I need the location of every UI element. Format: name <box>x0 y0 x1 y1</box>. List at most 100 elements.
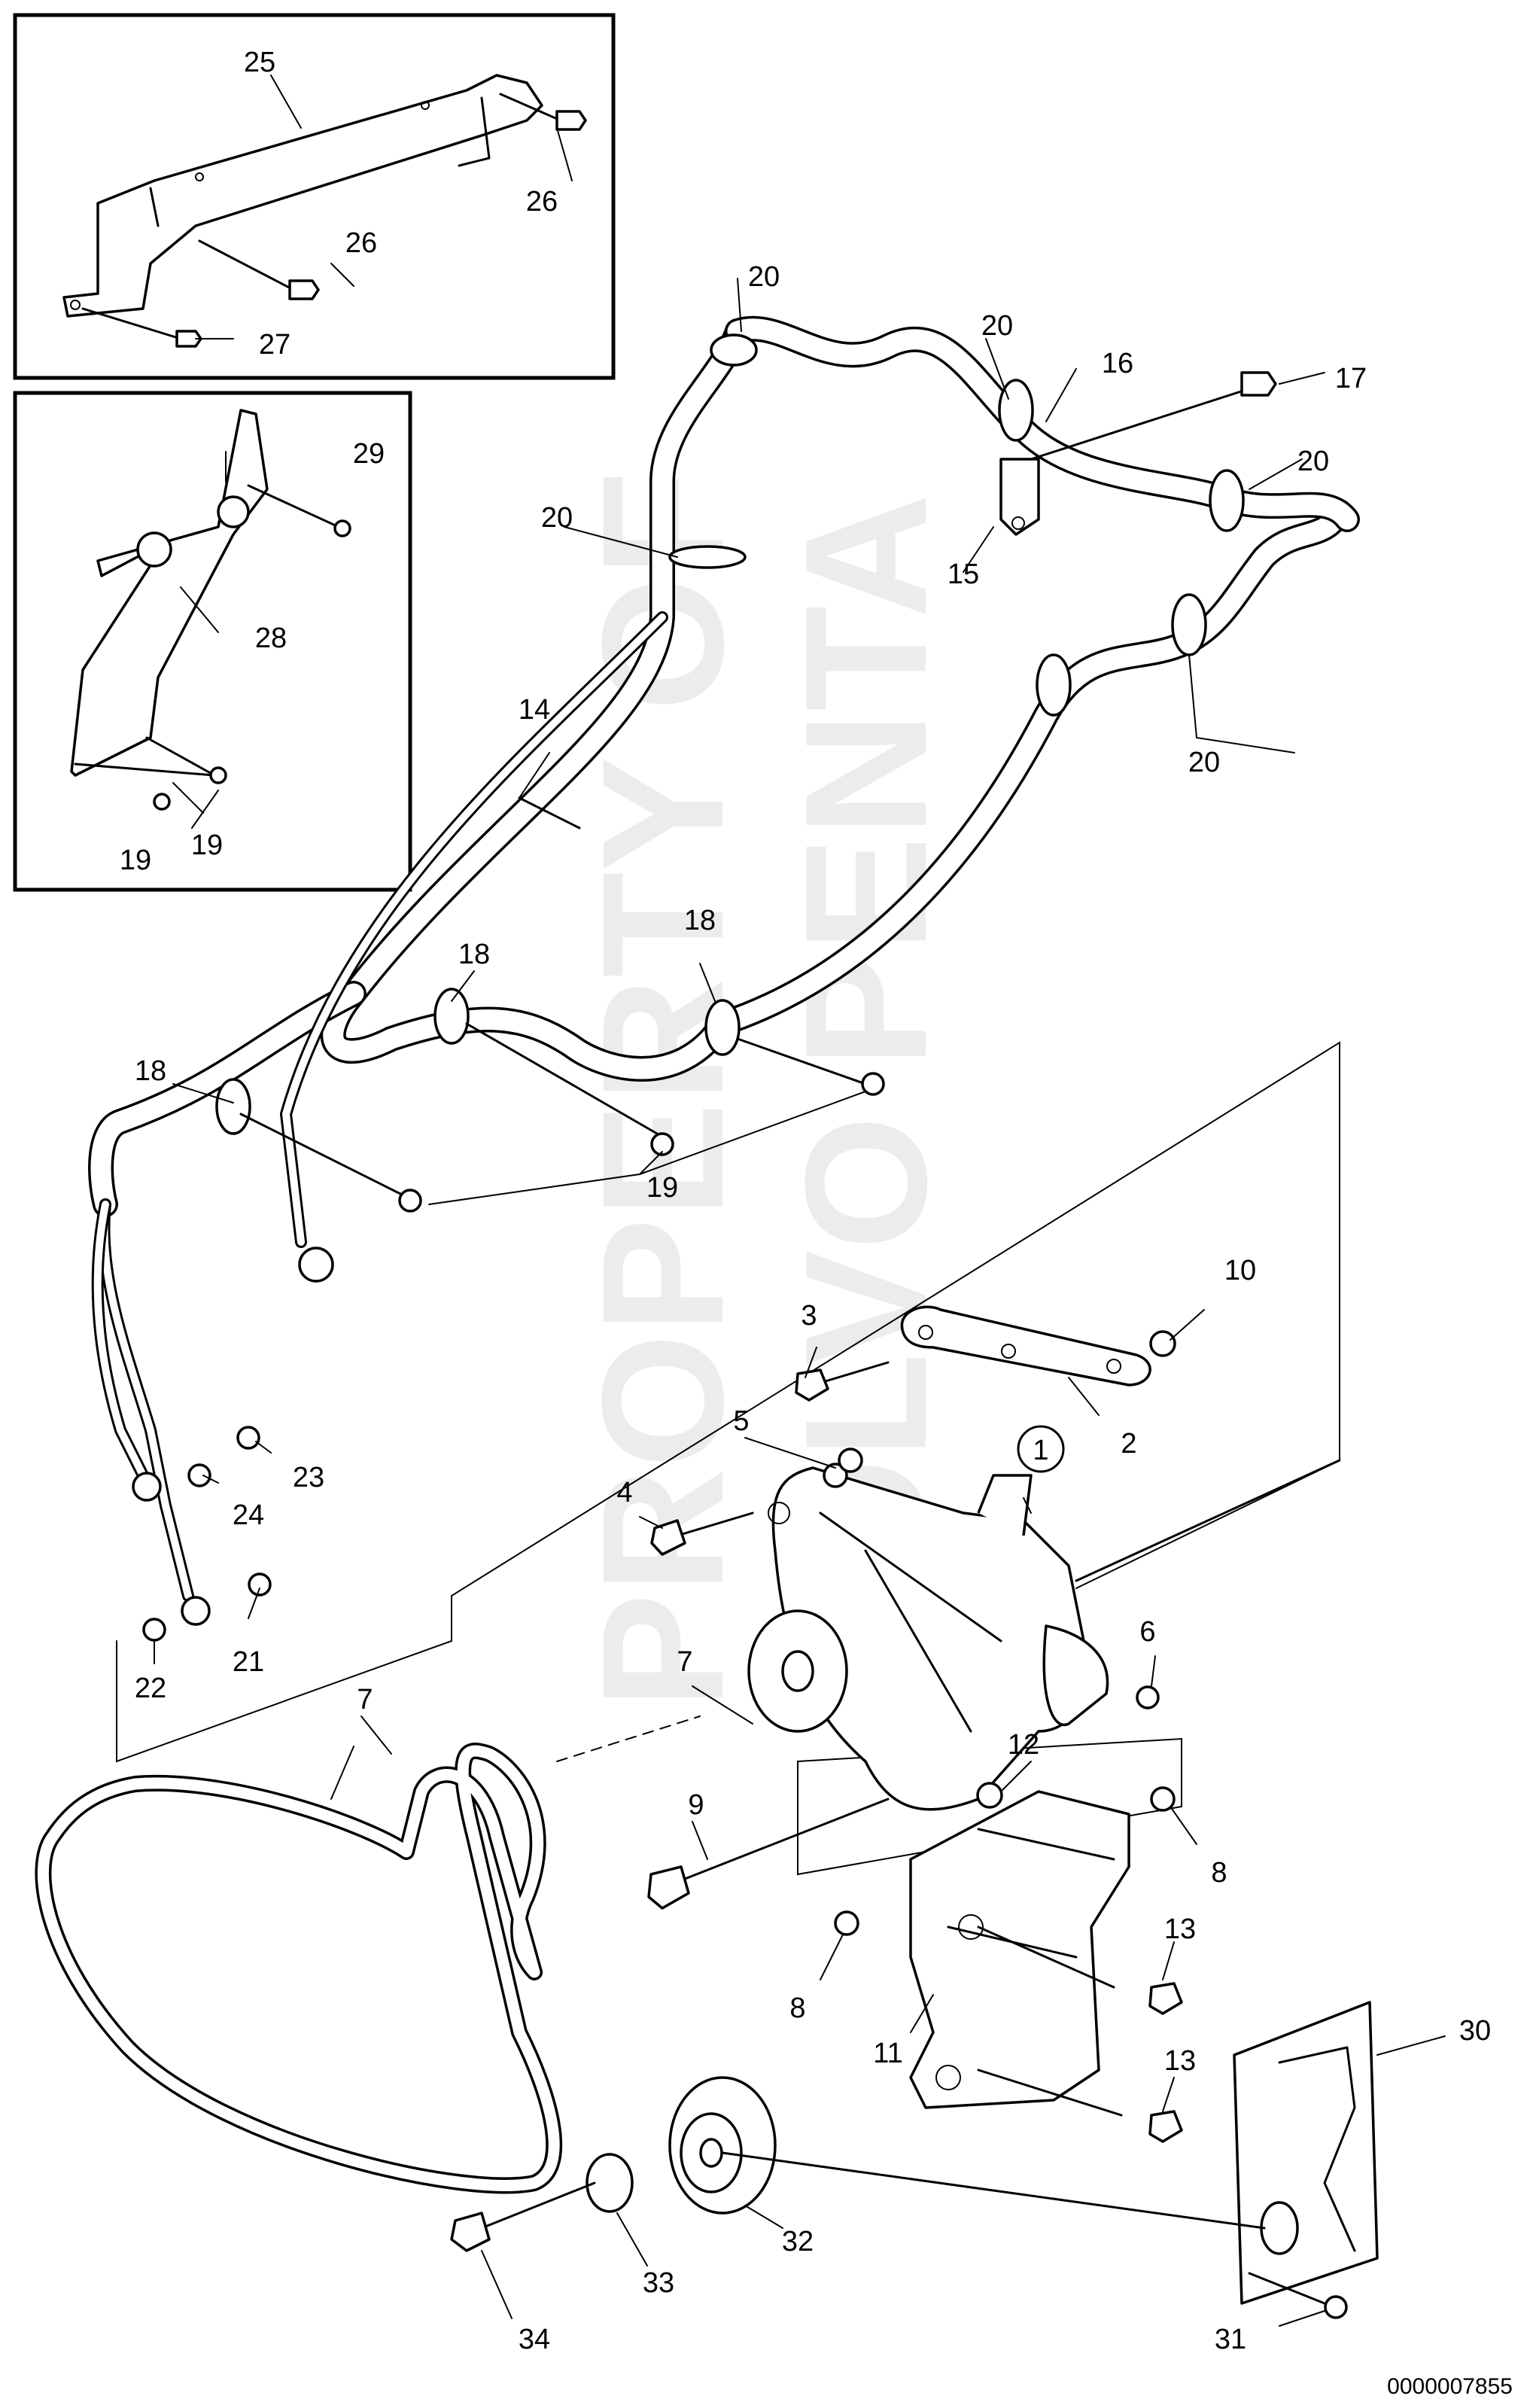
nut-24 <box>187 1463 211 1487</box>
clip-20 <box>1209 469 1245 532</box>
leaders-clamps <box>172 963 866 1205</box>
nut-10 <box>1149 1330 1176 1357</box>
callout-23: 23 <box>293 1462 324 1493</box>
callout-labels: 1 2 3 4 5 6 7 7 8 8 9 10 11 12 13 13 14 … <box>120 47 1491 2355</box>
bracket-11-hole <box>935 2065 961 2090</box>
bolt-4-shank <box>676 1511 754 1537</box>
bolt-19 <box>398 1189 422 1213</box>
ring-terminal <box>298 1247 334 1283</box>
bracket-25-flange <box>149 96 491 227</box>
bracket-2-hole <box>1106 1359 1121 1374</box>
bolt-4-head <box>650 1519 686 1556</box>
callout-9: 9 <box>688 1789 704 1821</box>
leader-lines <box>154 75 1446 2327</box>
callout-20-upper-right: 20 <box>981 310 1013 342</box>
callout-18-left: 18 <box>135 1055 166 1087</box>
bolt-19 <box>861 1072 885 1096</box>
washer-8 <box>1150 1786 1176 1812</box>
bolt-9-shank <box>676 1798 890 1883</box>
bolt-26-mid <box>198 239 295 291</box>
clip-20 <box>668 545 747 569</box>
nut-6 <box>1136 1685 1160 1709</box>
inset-bracket-28 <box>13 391 412 892</box>
callout-24: 24 <box>233 1499 264 1531</box>
tensioner-stud <box>1260 2201 1299 2255</box>
mounting-bracket-11 <box>909 1790 1183 2143</box>
hose-left-fill <box>90 983 364 1215</box>
callout-26-middle: 26 <box>345 227 377 259</box>
clip-20 <box>710 333 758 367</box>
cable-left-lead-fill <box>93 1201 147 1479</box>
washer-5 <box>838 1448 863 1473</box>
idler-pulley-32-hub <box>699 2138 723 2168</box>
callout-18-right: 18 <box>684 905 716 936</box>
callout-30: 30 <box>1459 2015 1491 2047</box>
callout-1-circle <box>1017 1425 1065 1473</box>
bolt-31-line <box>1248 2272 1326 2305</box>
callout-6: 6 <box>1139 1616 1155 1648</box>
washer-33 <box>586 2153 634 2213</box>
leaders-hose <box>519 278 1325 799</box>
belt-7-fill <box>37 1745 560 2191</box>
clip-20 <box>1171 593 1207 656</box>
bracket-11 <box>909 1790 1130 2109</box>
bolt-26-top-head <box>555 110 587 131</box>
bracket-15 <box>999 458 1040 536</box>
bracket-15-hole <box>1011 516 1025 530</box>
callout-8-left: 8 <box>789 1992 805 2024</box>
callout-4: 4 <box>616 1477 632 1508</box>
bracket-25-hole <box>421 101 430 110</box>
nut-22 <box>142 1618 166 1642</box>
callout-20-right: 20 <box>1297 446 1329 477</box>
hose-right-fill <box>323 321 1350 1079</box>
nut-21 <box>248 1572 272 1597</box>
bolt-13-lines <box>977 1925 1123 2117</box>
callout-2: 2 <box>1121 1428 1136 1460</box>
clamp-18 <box>704 999 741 1056</box>
sleeve-14 <box>518 796 581 830</box>
clip-20 <box>1036 653 1072 717</box>
callout-32: 32 <box>782 2226 814 2257</box>
ring-terminal <box>181 1596 211 1626</box>
alternator-upper-hole <box>768 1502 790 1524</box>
ring-terminal <box>132 1472 162 1502</box>
lifting-eye <box>217 495 250 528</box>
bracket-25-hole <box>195 172 204 181</box>
pulley-axis-line <box>721 2151 1266 2230</box>
alternator-1 <box>747 1459 1341 1811</box>
callout-11: 11 <box>873 2038 902 2069</box>
callout-22: 22 <box>135 1673 166 1704</box>
bolt-29-head <box>333 519 351 537</box>
callout-12: 12 <box>1008 1729 1039 1761</box>
callout-20-lower: 20 <box>1188 747 1220 778</box>
belt-7 <box>35 1743 563 2194</box>
leaders-insets <box>172 75 573 829</box>
callout-20-top: 20 <box>748 261 780 293</box>
callout-15: 15 <box>948 559 979 590</box>
inset-frame-top <box>13 13 616 380</box>
callout-29: 29 <box>353 438 385 470</box>
bolt-9-head <box>647 1865 690 1910</box>
tensioner-assembly <box>450 2001 1379 2319</box>
callout-8-right: 8 <box>1211 1857 1227 1889</box>
bolt-17-line <box>1030 382 1266 461</box>
adjusting-bracket-2 <box>900 1305 1151 1387</box>
belt-axis-line <box>556 1715 701 1762</box>
bolt-19-head <box>153 793 171 811</box>
bracket-2-hole <box>918 1325 933 1340</box>
callout-19-inset-right: 19 <box>191 830 223 861</box>
bracket-2-hole <box>1001 1344 1016 1359</box>
bolt-19-head <box>209 766 227 784</box>
alternator-fasteners <box>647 1305 1176 1936</box>
clamp-18 <box>215 1078 251 1135</box>
clamp-bolt-lines <box>239 1022 867 1198</box>
leaders-alternator <box>330 1309 1446 2327</box>
clamps <box>142 333 1277 1642</box>
callout-5: 5 <box>733 1405 749 1437</box>
callout-26-top: 26 <box>526 186 558 218</box>
callout-19-inset-left: 19 <box>120 845 151 876</box>
watermark: PROPERTY OF VOLVO PENTA <box>566 471 963 1709</box>
bolt-34-shank <box>480 2181 596 2230</box>
callout-20-left: 20 <box>541 502 573 534</box>
